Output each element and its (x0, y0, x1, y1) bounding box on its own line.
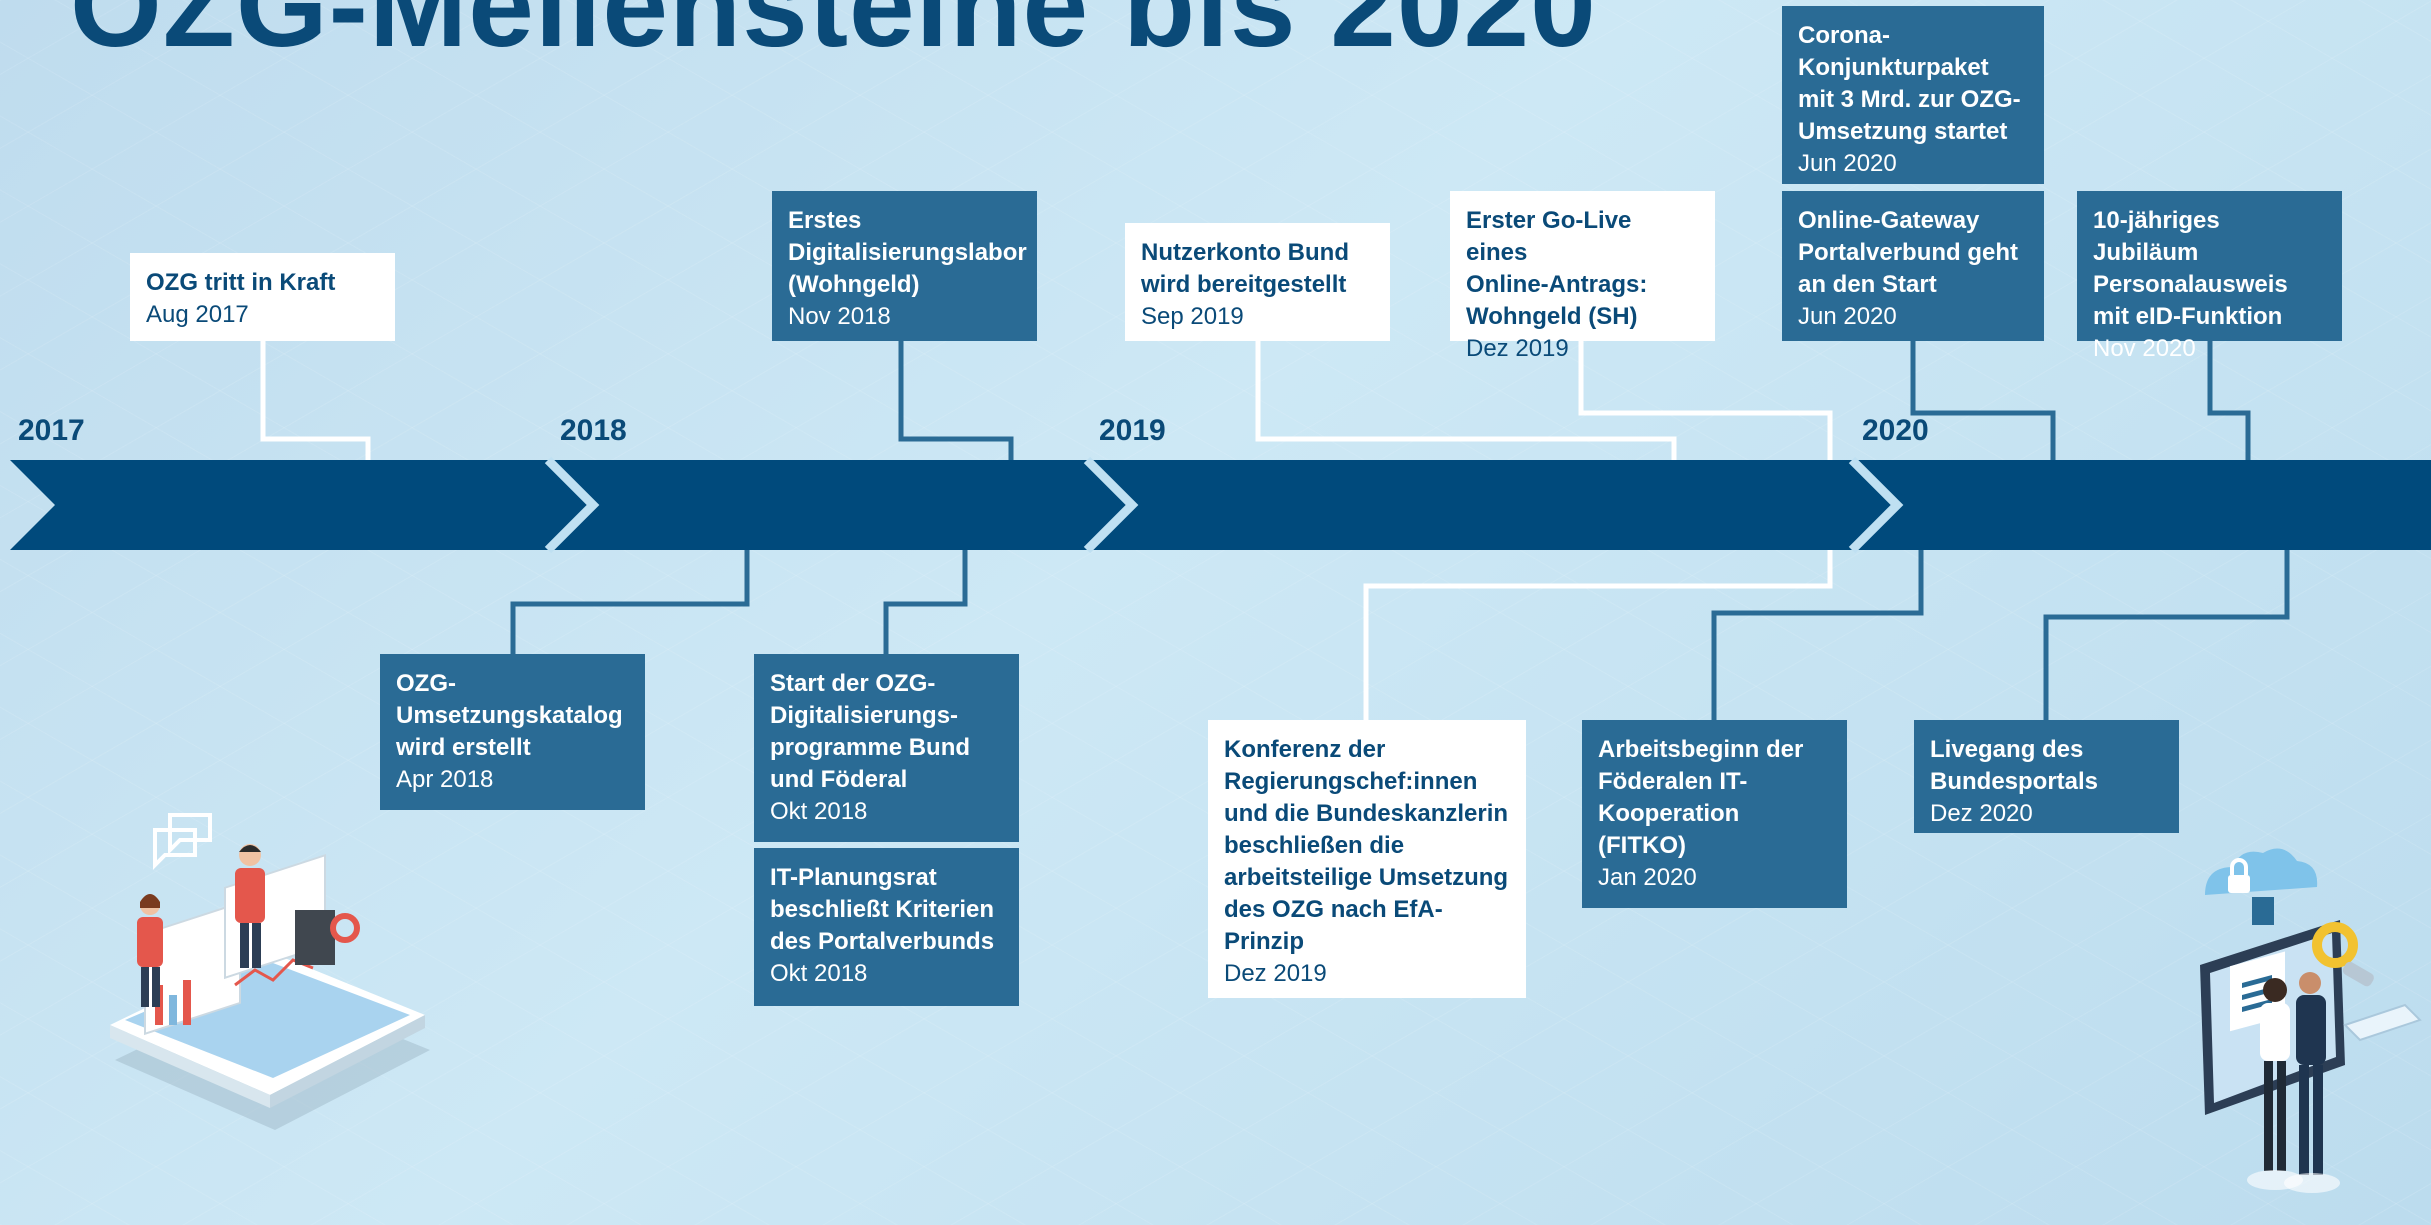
milestone-title: Arbeitsbeginn der Föderalen IT- Kooperat… (1598, 736, 1804, 859)
milestone-nutzerkonto-bund: Nutzerkonto Bund wird bereitgestellt Sep… (1125, 223, 1390, 341)
milestone-umsetzungskatalog: OZG- Umsetzungskatalog wird erstellt Apr… (380, 654, 645, 810)
milestone-title: Online-Gateway Portalverbund geht an den… (1798, 207, 2019, 298)
milestone-title: OZG- Umsetzungskatalog wird erstellt (396, 670, 623, 761)
connector-dez-2019-golive (1578, 341, 1833, 460)
milestone-date: Okt 2018 (770, 798, 868, 825)
milestone-date: Okt 2018 (770, 960, 868, 987)
chevron-2020 (1848, 456, 1904, 554)
milestone-date: Nov 2018 (788, 303, 891, 330)
milestone-title: Corona- Konjunkturpaket mit 3 Mrd. zur O… (1798, 22, 2021, 145)
milestone-corona-konjunkturpaket: Corona- Konjunkturpaket mit 3 Mrd. zur O… (1782, 6, 2044, 184)
connector-dez-2020 (2043, 550, 2290, 720)
milestone-date: Aug 2017 (146, 301, 249, 328)
milestone-online-gateway: Online-Gateway Portalverbund geht an den… (1782, 191, 2044, 341)
milestone-title: Livegang des Bundesportals (1930, 736, 2099, 795)
milestone-title: Erstes Digitalisierungslabor (Wohngeld) (788, 207, 1027, 298)
milestone-erster-go-live: Erster Go-Live eines Online-Antrags: Woh… (1450, 191, 1715, 362)
milestone-date: Dez 2019 (1224, 960, 1327, 987)
connector-okt-2018 (883, 550, 968, 654)
milestone-date: Jan 2020 (1598, 864, 1697, 891)
year-label-2019: 2019 (1099, 414, 1166, 447)
year-label-2020: 2020 (1862, 414, 1929, 447)
connector-sep-2019 (1255, 341, 1677, 460)
milestone-digitalisierungsprogramme: Start der OZG- Digitalisierungs- program… (754, 654, 1019, 842)
team-dashboard-illustration (110, 813, 430, 1130)
milestone-date: Apr 2018 (396, 766, 494, 793)
year-label-2018: 2018 (560, 414, 627, 447)
milestone-date: Nov 2020 (2093, 335, 2196, 362)
milestone-bundesportal: Livegang des Bundesportals Dez 2020 (1914, 720, 2179, 833)
milestone-title: IT-Planungsrat beschließt Kriterien des … (770, 864, 995, 955)
milestone-title: 10-jähriges Jubiläum Personalausweis mit… (2093, 207, 2288, 330)
connector-jun-2020-gateway (1910, 341, 2056, 460)
milestone-date: Dez 2019 (1466, 335, 1569, 362)
security-monitor-illustration (2200, 848, 2422, 1193)
connector-nov-2020 (2207, 341, 2251, 460)
chevron-2018 (544, 456, 600, 554)
connector-aug-2017 (260, 341, 371, 460)
milestone-title: Erster Go-Live eines Online-Antrags: Woh… (1466, 207, 1648, 330)
milestone-title: Start der OZG- Digitalisierungs- program… (770, 670, 971, 793)
milestone-konferenz-regierungschefs: Konferenz der Regierungschef:innen und d… (1208, 720, 1526, 998)
year-label-2017: 2017 (18, 414, 85, 447)
milestone-date: Jun 2020 (1798, 150, 1897, 177)
milestone-date: Jun 2020 (1798, 303, 1897, 330)
page-title: OZG-Meilensteine bis 2020 (70, 0, 1597, 72)
milestone-fitko: Arbeitsbeginn der Föderalen IT- Kooperat… (1582, 720, 1847, 908)
timeline-band (10, 460, 2431, 550)
chevron-2019 (1083, 456, 1139, 554)
connector-apr-2018 (510, 550, 750, 654)
connector-dez-2019-konferenz (1363, 550, 1833, 720)
milestone-digitalisierungslabor: Erstes Digitalisierungslabor (Wohngeld) … (772, 191, 1037, 341)
milestone-title: Konferenz der Regierungschef:innen und d… (1224, 736, 1509, 955)
milestone-title: OZG tritt in Kraft (146, 269, 336, 296)
milestone-date: Dez 2020 (1930, 800, 2033, 827)
milestone-date: Sep 2019 (1141, 303, 1244, 330)
milestone-title: Nutzerkonto Bund wird bereitgestellt (1141, 239, 1349, 298)
milestone-ozg-in-kraft: OZG tritt in Kraft Aug 2017 (130, 253, 395, 341)
milestone-it-planungsrat: IT-Planungsrat beschließt Kriterien des … (754, 848, 1019, 1006)
milestone-jubilaeum-personalausweis: 10-jähriges Jubiläum Personalausweis mit… (2077, 191, 2342, 362)
connector-jan-2020 (1711, 550, 1924, 720)
connector-nov-2018 (898, 341, 1014, 460)
